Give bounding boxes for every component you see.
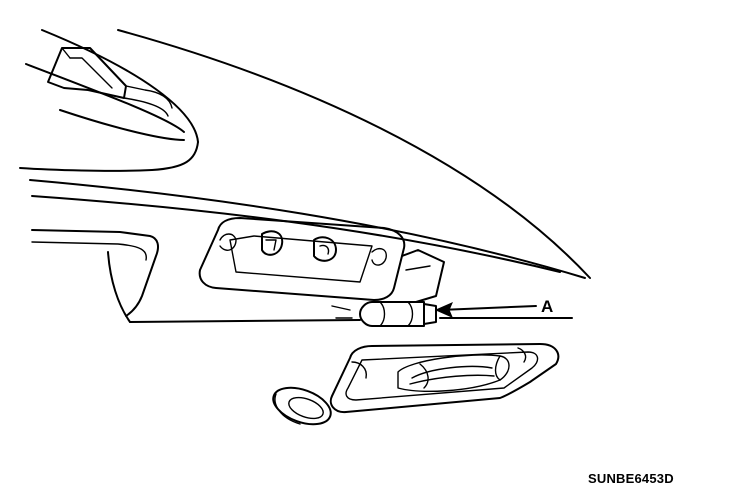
callout-leader xyxy=(434,302,537,318)
detail-strokes xyxy=(331,305,353,319)
gasket xyxy=(272,386,332,426)
rear-bumper-panel xyxy=(31,229,573,323)
lamp-lens-assembly xyxy=(329,343,560,414)
callout-label-a: A xyxy=(541,297,554,316)
lamp-housing-recess xyxy=(198,217,445,303)
bulb xyxy=(359,301,437,327)
emblem xyxy=(47,47,173,117)
figure-code: SUNBE6453D xyxy=(588,471,674,486)
